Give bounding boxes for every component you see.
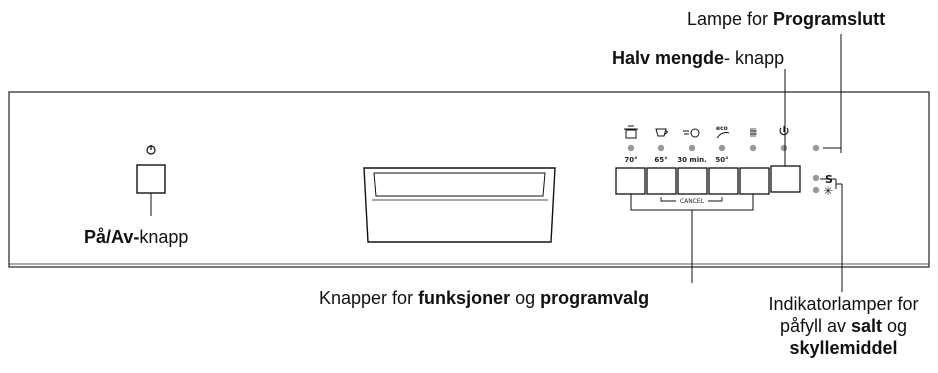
half-load-button[interactable]	[770, 165, 801, 193]
quick-wash-icon	[683, 128, 700, 138]
indicator-lamps-callout: Indikatorlamper for påfyll av salt og sk…	[768, 294, 919, 358]
half-load-button-callout: Halv mengde- knapp	[612, 48, 785, 68]
indicator-lamps-leader	[820, 178, 843, 292]
function-buttons-callout: Knapper for funksjoner og programvalg	[319, 288, 650, 308]
rinse-aid-lamp	[812, 186, 820, 194]
end-lamp-leader	[823, 34, 842, 153]
temp-label-70: 70°	[624, 156, 637, 164]
program-button-2[interactable]	[646, 167, 677, 195]
power-symbol-icon	[146, 145, 156, 155]
program-button-1[interactable]	[615, 167, 646, 195]
half-load-icon	[750, 128, 757, 137]
temp-label-30min: 30 min.	[677, 156, 707, 164]
cancel-label: CANCEL	[680, 198, 705, 205]
panel-frame	[8, 91, 930, 268]
end-of-program-lamp	[812, 144, 820, 152]
program-lamps	[627, 144, 820, 194]
eco-icon: eco	[716, 125, 730, 139]
program-button-4[interactable]	[708, 167, 739, 195]
cancel-bracket	[660, 197, 723, 202]
power-button-callout: På/Av-knapp	[84, 227, 189, 247]
temp-label-65: 65°	[654, 156, 667, 164]
program-button-5[interactable]	[739, 167, 770, 195]
door-handle	[363, 167, 556, 243]
rinse-aid-icon: ✳	[823, 184, 833, 198]
program-button-3[interactable]	[677, 167, 708, 195]
power-button[interactable]	[136, 164, 166, 194]
end-of-program-lamp-callout: Lampe for Programslutt	[687, 9, 886, 29]
pot-icon	[624, 125, 638, 139]
cup-icon	[655, 128, 668, 137]
svg-text:eco: eco	[716, 125, 728, 132]
end-power-icon	[779, 126, 789, 136]
temp-label-50: 50°	[715, 156, 728, 164]
function-buttons-bracket	[630, 194, 754, 283]
salt-lamp	[812, 174, 820, 182]
